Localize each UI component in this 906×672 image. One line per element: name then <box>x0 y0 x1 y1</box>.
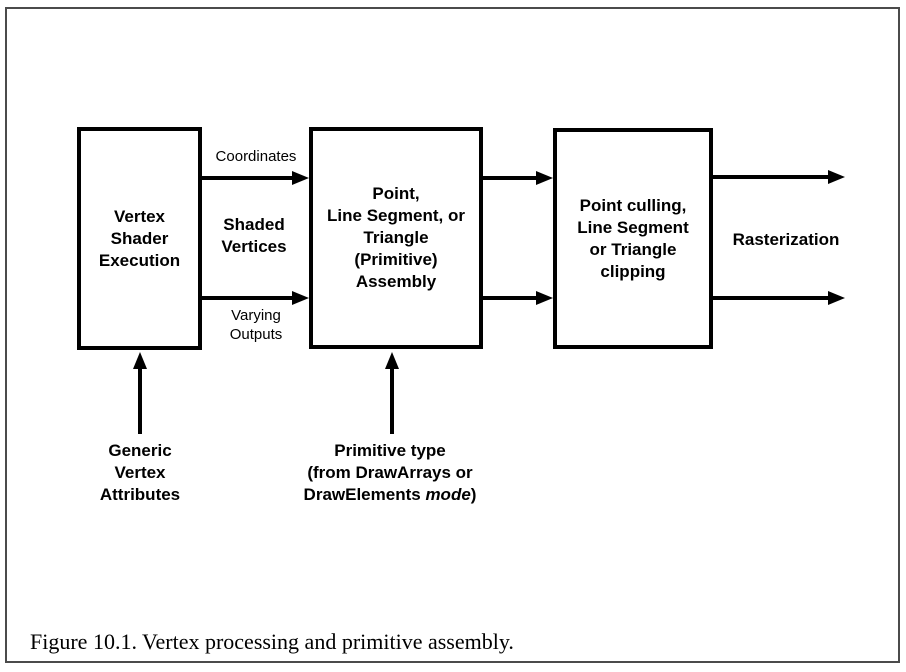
clipping-box: Point culling, Line Segment or Triangle … <box>553 128 713 349</box>
arrow-coordinates <box>202 176 292 180</box>
arrow-assembly-to-clipping-bottom <box>482 296 536 300</box>
primitive-type-line3: DrawElements mode) <box>304 485 477 504</box>
primitive-type-mode-italic: mode <box>425 485 471 504</box>
rasterization-label: Rasterization <box>732 230 840 249</box>
coordinates-label: Coordinates <box>215 148 297 165</box>
arrow-generic-vertex-attributes <box>138 368 142 434</box>
arrow-to-rasterization-bottom <box>712 296 828 300</box>
generic-vertex-attributes-label: Generic Vertex Attributes <box>99 441 181 504</box>
varying-outputs-label: Varying Outputs <box>229 307 283 343</box>
primitive-type-line3-prefix: DrawElements <box>303 485 426 504</box>
primitive-type-label: Primitive type (from DrawArrays or DrawE… <box>278 440 502 506</box>
arrow-primitive-type <box>390 368 394 434</box>
figure-frame <box>5 7 900 663</box>
vertex-shader-execution-box: Vertex Shader Execution <box>77 127 202 350</box>
arrow-varying-outputs <box>202 296 292 300</box>
primitive-type-line1: Primitive type <box>334 441 446 460</box>
primitive-type-line3-suffix: ) <box>470 485 477 504</box>
primitive-assembly-box: Point, Line Segment, or Triangle (Primit… <box>309 127 483 349</box>
figure-caption: Figure 10.1. Vertex processing and primi… <box>30 629 514 654</box>
arrow-assembly-to-clipping-top <box>482 176 536 180</box>
primitive-type-line2: (from DrawArrays or <box>307 463 473 482</box>
shaded-vertices-label: Shaded Vertices <box>221 215 287 256</box>
arrow-to-rasterization-top <box>712 175 828 179</box>
